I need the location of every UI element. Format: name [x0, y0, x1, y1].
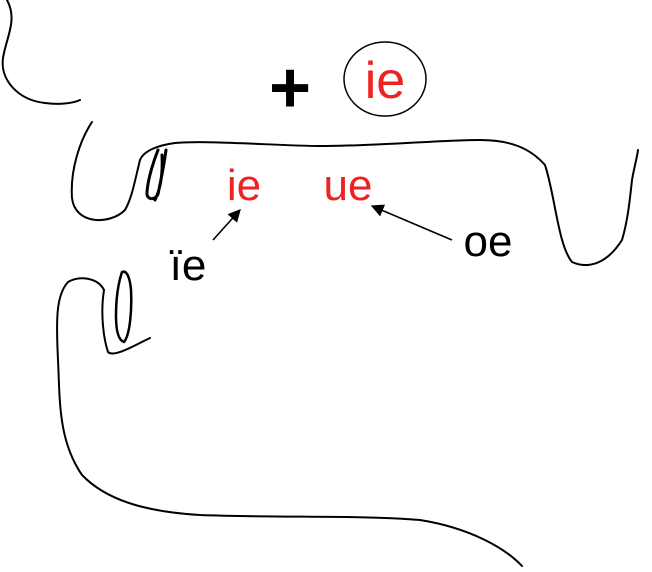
circled-ie-label: ie: [365, 52, 405, 110]
arrow-oe-to-ue: [370, 204, 453, 241]
plus-symbol: +: [269, 48, 311, 128]
ie-red-label: ie: [227, 161, 261, 210]
nose-outline: [1, 0, 81, 105]
oe-label: oe: [464, 217, 513, 266]
ue-red-label: ue: [324, 161, 373, 210]
lower-teeth: [114, 270, 133, 344]
arrow-ie-diaeresis-to-ie: [212, 209, 241, 241]
circle-outline: [343, 41, 427, 117]
upper-teeth: [145, 148, 168, 202]
lower-lip-inner: [101, 289, 151, 355]
palate-outline: [70, 121, 639, 266]
ie-diaeresis-label: ïe: [170, 241, 207, 290]
jaw-outline: [56, 277, 523, 567]
